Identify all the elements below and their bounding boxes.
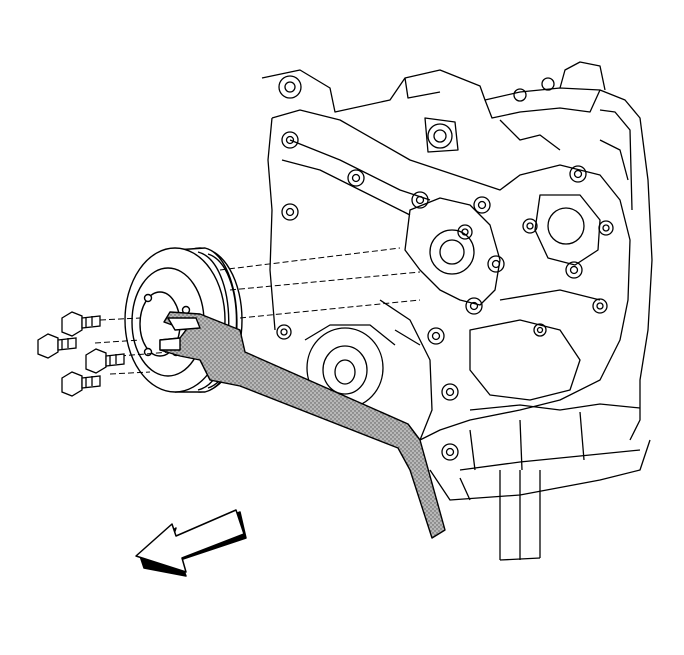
removal-direction-arrow	[135, 509, 247, 577]
bolt-4	[61, 371, 101, 397]
bolt-2	[37, 333, 77, 359]
balancer-bolts	[37, 311, 125, 397]
bolt-3	[85, 348, 125, 374]
balancer-holding-tool	[159, 311, 446, 539]
bolt-1	[61, 311, 101, 337]
engine-block	[261, 61, 653, 561]
alignment-lines	[94, 247, 421, 375]
